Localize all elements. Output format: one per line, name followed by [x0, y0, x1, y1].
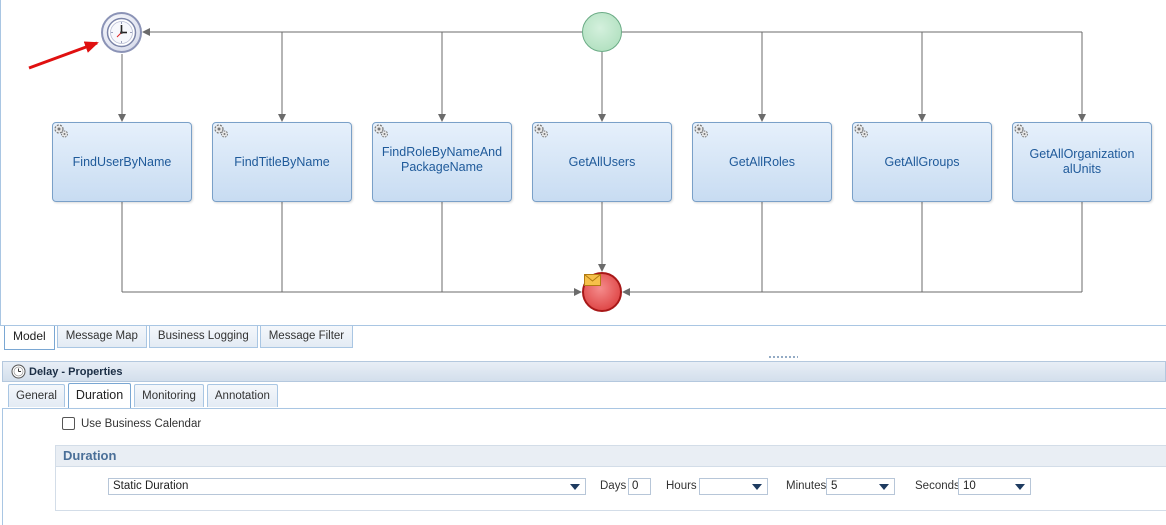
chevron-down-icon: [752, 484, 762, 490]
use-business-calendar-label: Use Business Calendar: [81, 417, 202, 430]
properties-header: Delay - Properties: [2, 361, 1166, 382]
seconds-label: Seconds: [915, 480, 960, 492]
gear-icon: [374, 124, 388, 138]
tab-duration[interactable]: Duration: [67, 383, 132, 408]
gear-icon: [54, 124, 68, 138]
minutes-value: 5: [831, 480, 838, 492]
tab-message-filter[interactable]: Message Filter: [259, 326, 354, 348]
task-get-all-groups[interactable]: GetAllGroups: [852, 122, 992, 202]
task-label: FindUserByName: [72, 154, 172, 169]
task-find-title-by-name[interactable]: FindTitleByName: [212, 122, 352, 202]
use-business-calendar-checkbox[interactable]: [62, 417, 75, 430]
chevron-down-icon: [570, 484, 580, 490]
gear-icon: [214, 124, 228, 138]
duration-type-value: Static Duration: [113, 480, 189, 492]
tab-annotation[interactable]: Annotation: [206, 384, 278, 407]
clock-icon: [11, 364, 26, 379]
hours-select[interactable]: [699, 478, 768, 495]
chevron-down-icon: [1015, 484, 1025, 490]
minutes-select[interactable]: 5: [826, 478, 895, 495]
duration-type-select[interactable]: Static Duration: [108, 478, 586, 495]
envelope-icon: [584, 274, 601, 286]
days-label: Days: [600, 480, 627, 492]
editor-tabs: Model Message Map Business Logging Messa…: [4, 326, 355, 350]
delay-timer-event[interactable]: [101, 12, 142, 53]
task-get-all-organizational-units[interactable]: GetAllOrganizationalUnits: [1012, 122, 1152, 202]
gear-icon: [854, 124, 868, 138]
minutes-label: Minutes: [786, 480, 827, 492]
task-label: GetAllUsers: [568, 154, 636, 169]
flow-connectors: [28, 28, 1086, 296]
task-label: FindTitleByName: [234, 154, 330, 169]
task-get-all-users[interactable]: GetAllUsers: [532, 122, 672, 202]
use-business-calendar-row: Use Business Calendar: [62, 417, 201, 430]
hours-label: Hours: [666, 480, 697, 492]
seconds-select[interactable]: 10: [958, 478, 1031, 495]
properties-tabs: General Duration Monitoring Annotation: [8, 383, 281, 408]
tab-general[interactable]: General: [8, 384, 65, 407]
splitter-grip[interactable]: [768, 355, 798, 359]
seconds-value: 10: [963, 480, 976, 492]
end-event[interactable]: [582, 272, 622, 312]
tab-business-logging[interactable]: Business Logging: [148, 326, 258, 348]
days-input[interactable]: 0: [628, 478, 651, 495]
tab-message-map[interactable]: Message Map: [56, 326, 147, 348]
clock-icon: [106, 17, 137, 48]
annotation-arrow: [28, 41, 99, 70]
gear-icon: [534, 124, 548, 138]
gear-icon: [694, 124, 708, 138]
chevron-down-icon: [879, 484, 889, 490]
task-label: GetAllGroups: [884, 154, 960, 169]
properties-title: Delay - Properties: [29, 366, 123, 378]
start-event[interactable]: [582, 12, 622, 52]
tab-monitoring[interactable]: Monitoring: [134, 384, 204, 407]
gear-icon: [1014, 124, 1028, 138]
duration-section-title: Duration: [56, 446, 1166, 467]
task-label: GetAllOrganizationalUnits: [1029, 147, 1135, 176]
task-find-user-by-name[interactable]: FindUserByName: [52, 122, 192, 202]
process-canvas[interactable]: FindUserByName FindTitleByName FindRoleB…: [0, 0, 1166, 326]
task-get-all-roles[interactable]: GetAllRoles: [692, 122, 832, 202]
task-label: FindRoleByNameAndPackageName: [381, 145, 503, 174]
tab-model[interactable]: Model: [4, 326, 55, 350]
task-label: GetAllRoles: [729, 154, 795, 169]
task-find-role-by-name-and-package-name[interactable]: FindRoleByNameAndPackageName: [372, 122, 512, 202]
duration-section: Duration: [55, 445, 1166, 511]
